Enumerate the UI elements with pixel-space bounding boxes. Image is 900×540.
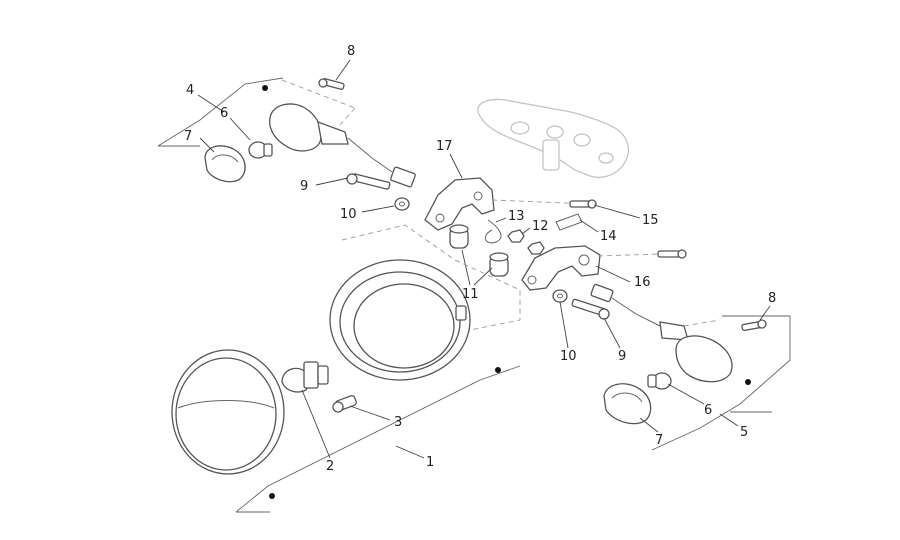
right-mount-bracket-16 <box>521 245 661 291</box>
right-bolt-9 <box>571 298 610 320</box>
callout-16: 16 <box>634 275 651 290</box>
rubber-bushing-11b <box>489 252 509 277</box>
left-indicator-bulb <box>248 141 273 159</box>
callout-2: 2 <box>326 459 334 474</box>
callout-12: 12 <box>532 219 549 234</box>
callout-6-left: 6 <box>220 106 228 121</box>
parking-bulb <box>332 395 357 413</box>
callout-3: 3 <box>394 415 402 430</box>
callout-14: 14 <box>600 229 617 244</box>
callout-9-right: 9 <box>618 349 626 364</box>
rubber-bushing-11a <box>449 224 469 249</box>
callout-5: 5 <box>740 425 748 440</box>
callout-10-left: 10 <box>340 207 357 222</box>
headlight-shell <box>329 259 471 381</box>
left-bolt-9 <box>346 173 391 190</box>
callout-7-right: 7 <box>655 433 663 448</box>
spring-clip-13 <box>484 219 502 244</box>
callout-6-right: 6 <box>704 403 712 418</box>
right-washer-10 <box>552 289 568 303</box>
right-indicator-wiring <box>590 283 661 327</box>
callout-17: 17 <box>436 139 453 154</box>
callout-9-left: 9 <box>300 179 308 194</box>
nut-12a <box>507 229 525 243</box>
leader-lines <box>197 59 771 459</box>
right-indicator-bulb <box>647 372 672 390</box>
right-indicator-lens <box>603 383 652 425</box>
right-indicator-assembly <box>659 319 733 383</box>
bolt-15b <box>657 249 687 259</box>
headlight-assembly-bracket <box>235 365 521 513</box>
callout-4: 4 <box>186 83 194 98</box>
headlight-lens <box>171 349 285 475</box>
callout-7-left: 7 <box>184 129 192 144</box>
callout-8-left: 8 <box>347 44 355 59</box>
callout-8-right: 8 <box>768 291 776 306</box>
nut-12b <box>527 241 545 255</box>
callout-1: 1 <box>426 455 434 470</box>
left-indicator-bracket <box>157 77 284 147</box>
right-indicator-bracket <box>651 315 791 451</box>
callout-15: 15 <box>642 213 659 228</box>
left-washer-10 <box>394 197 410 211</box>
callout-13: 13 <box>508 209 525 224</box>
left-indicator-assembly <box>269 79 416 188</box>
left-screw-8 <box>318 78 345 90</box>
callout-labels: 4 6 7 8 9 10 17 13 12 14 15 16 11 8 10 9… <box>184 44 776 474</box>
triple-clamp-ghost <box>477 98 629 178</box>
left-indicator-lens <box>204 145 246 183</box>
right-screw-8 <box>741 319 767 332</box>
callout-11: 11 <box>462 287 479 302</box>
clip-14 <box>555 213 583 231</box>
callout-10-right: 10 <box>560 349 577 364</box>
bolt-15a <box>569 199 597 209</box>
headlight-bulb <box>281 361 329 393</box>
